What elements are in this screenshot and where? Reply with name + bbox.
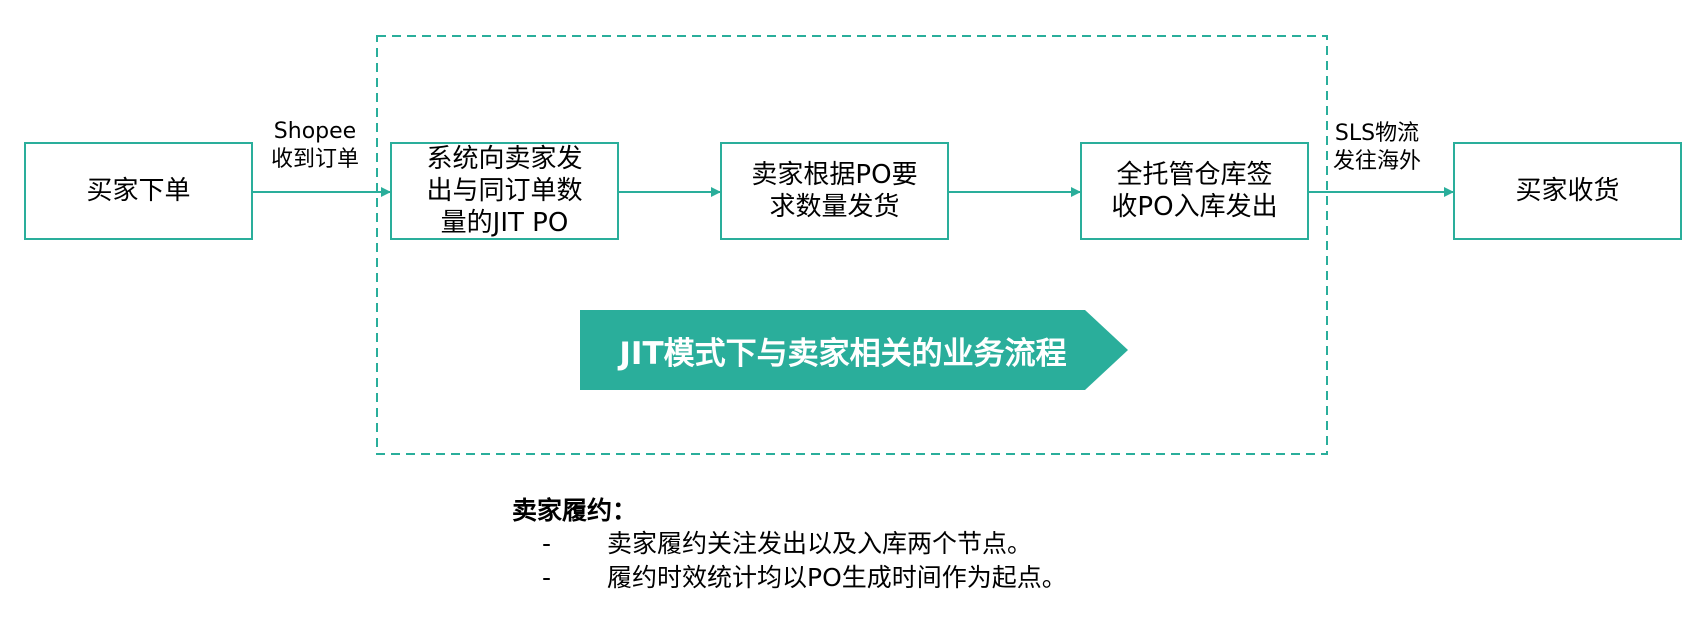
node-seller-ships-line-1: 卖家根据PO要 — [751, 160, 918, 190]
note-bullet: - — [542, 563, 552, 592]
notes-section: 卖家履约： - 卖家履约关注发出以及入库两个节点。 - 履约时效统计均以PO生成… — [512, 495, 1067, 595]
edge-label-shopee: Shopee 收到订单 — [260, 118, 370, 174]
edge-label-sls-line-1: SLS物流 — [1334, 121, 1420, 146]
node-seller-ships-line-2: 求数量发货 — [769, 192, 900, 222]
edge-label-sls-line-2: 发往海外 — [1332, 149, 1421, 174]
note-text: 卖家履约关注发出以及入库两个节点。 — [607, 529, 1033, 558]
note-bullet: - — [542, 529, 552, 558]
note-item: - 卖家履约关注发出以及入库两个节点。 — [512, 527, 1032, 561]
node-warehouse-line-1: 全托管仓库签 — [1116, 160, 1273, 190]
notes-title: 卖家履约： — [512, 496, 638, 525]
node-buyer-order-label: 买家下单 — [86, 176, 191, 206]
node-system-issues-po: 系统向卖家发 出与同订单数 量的JIT PO — [390, 142, 619, 240]
node-buyer-receives: 买家收货 — [1453, 142, 1682, 240]
node-system-po-line-3: 量的JIT PO — [440, 208, 569, 238]
node-warehouse-line-2: 收PO入库发出 — [1111, 192, 1278, 222]
node-warehouse-receives: 全托管仓库签 收PO入库发出 — [1080, 142, 1309, 240]
edge-label-shopee-line-1: Shopee — [273, 119, 357, 144]
banner-arrow-shape — [580, 310, 1128, 390]
edge-label-shopee-line-2: 收到订单 — [270, 147, 359, 172]
node-buyer-receives-label: 买家收货 — [1515, 176, 1620, 206]
node-seller-ships: 卖家根据PO要 求数量发货 — [720, 142, 949, 240]
jit-scope-dashed-frame — [376, 35, 1328, 455]
banner-title: JIT模式下与卖家相关的业务流程 — [619, 335, 1067, 372]
note-text: 履约时效统计均以PO生成时间作为起点。 — [607, 563, 1067, 592]
note-item: - 履约时效统计均以PO生成时间作为起点。 — [512, 561, 1067, 595]
node-system-po-line-2: 出与同订单数 — [426, 176, 583, 206]
edge-label-sls: SLS物流 发往海外 — [1318, 120, 1436, 176]
node-buyer-order: 买家下单 — [24, 142, 253, 240]
node-system-po-line-1: 系统向卖家发 — [426, 144, 583, 174]
